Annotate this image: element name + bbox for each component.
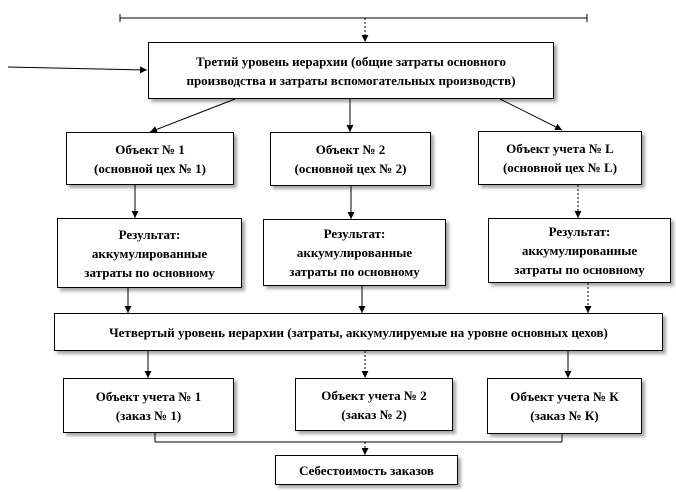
arrow-level3-objectL <box>499 98 563 131</box>
object-1-title: Объект № 1 <box>115 141 185 157</box>
result-1-line3: затраты по основному <box>84 264 215 280</box>
result-box-L: Результат: аккумулированные затраты по о… <box>488 218 671 283</box>
result-L-line2: аккумулированные <box>521 243 638 258</box>
result-2-line2: аккумулированные <box>296 245 413 260</box>
level4-text: Четвертый уровень иерархии (затраты, акк… <box>109 324 608 340</box>
order-1-subtitle: (заказ № 1) <box>115 407 182 423</box>
cost-box: Себестоимость заказов <box>275 455 458 485</box>
arrow-level3-object1 <box>149 98 236 133</box>
level3-line1: Третий уровень иерархии (общие затраты о… <box>195 53 506 69</box>
level4-box: Четвертый уровень иерархии (затраты, акк… <box>54 313 663 351</box>
order-box-1: Объект учета № 1 (заказ № 1) <box>63 378 234 433</box>
order-K-title: Объект учета № К <box>510 389 619 404</box>
result-box-1: Результат: аккумулированные затраты по о… <box>57 218 242 288</box>
result-L-line3: затраты по основному <box>514 262 645 277</box>
order-K-subtitle: (заказ № К) <box>530 408 599 423</box>
object-L-subtitle: (основной цех № L) <box>502 160 618 175</box>
order-1-title: Объект учета № 1 <box>95 388 202 404</box>
result-1-line2: аккумулированные <box>91 245 208 261</box>
object-2-subtitle: (основной цех № 2) <box>294 161 407 176</box>
object-box-1: Объект № 1 (основной цех № 1) <box>66 132 234 185</box>
result-1-line1: Результат: <box>118 226 181 242</box>
order-box-2: Объект учета № 2 (заказ № 2) <box>295 378 453 431</box>
cost-text: Себестоимость заказов <box>299 462 434 478</box>
order-2-title: Объект учета № 2 <box>321 387 427 403</box>
result-2-line1: Результат: <box>323 226 386 241</box>
object-2-title: Объект № 2 <box>315 142 386 157</box>
result-L-line1: Результат: <box>548 224 611 239</box>
order-box-K: Объект учета № К (заказ № К) <box>487 378 642 434</box>
object-box-2: Объект № 2 (основной цех № 2) <box>270 132 431 186</box>
result-2-line3: затраты по основному <box>289 264 420 279</box>
object-L-title: Объект учета № L <box>506 141 614 156</box>
order-2-subtitle: (заказ № 2) <box>341 406 407 422</box>
left-incoming-arrow <box>7 66 148 74</box>
level3-box: Третий уровень иерархии (общие затраты о… <box>148 42 554 99</box>
object-1-subtitle: (основной цех № 1) <box>94 160 206 176</box>
result-box-2: Результат: аккумулированные затраты по о… <box>263 219 446 286</box>
level3-line2: производства и затраты вспомогательных п… <box>186 72 516 88</box>
object-box-L: Объект учета № L (основной цех № L) <box>478 131 642 185</box>
